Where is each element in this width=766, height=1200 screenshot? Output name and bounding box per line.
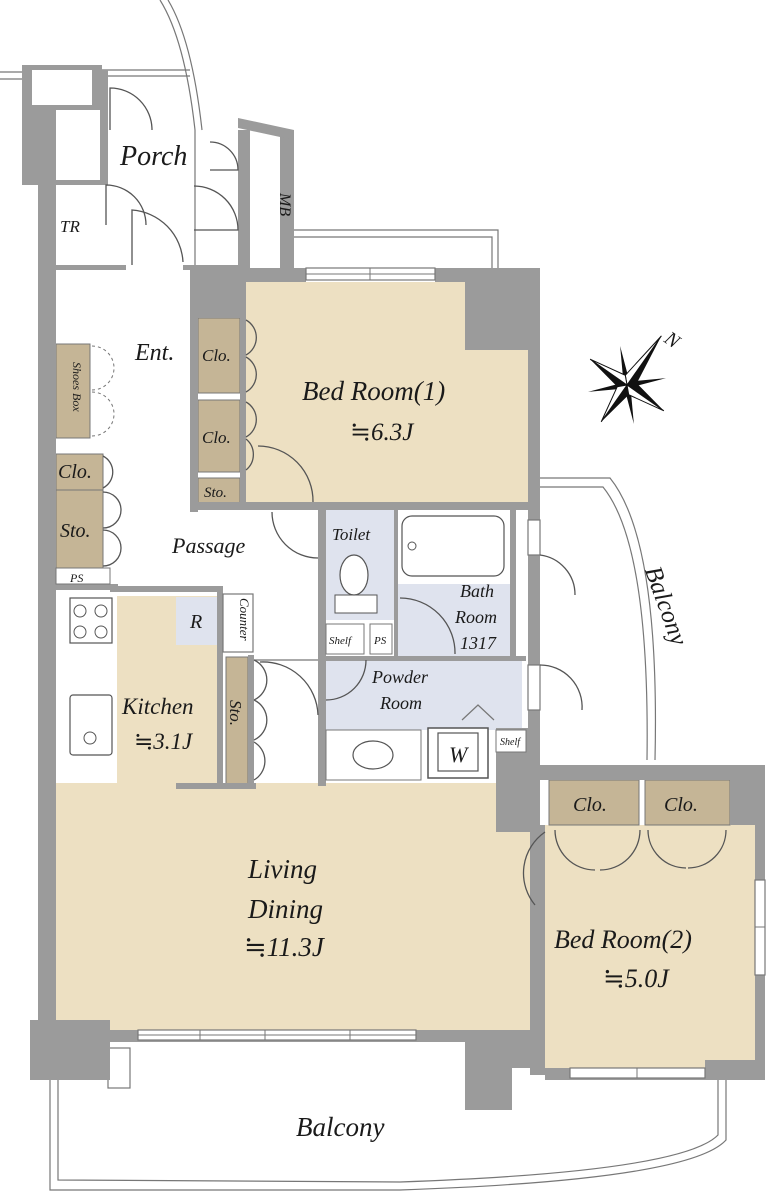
kitchen-storage-label: Sto. — [226, 700, 245, 726]
bedroom1-floor — [246, 282, 528, 502]
b1-closet-b-label: Clo. — [202, 428, 231, 447]
windows — [137, 267, 766, 1079]
living-label-1: Living — [247, 854, 317, 884]
passage-label: Passage — [171, 533, 246, 558]
counter-label: Counter — [237, 598, 252, 642]
b1-storage — [197, 477, 241, 505]
bath-label-1: Bath — [460, 581, 494, 601]
b1-closet-b — [197, 399, 241, 473]
b2-closet-a — [548, 779, 640, 826]
living-size: ≒11.3J — [244, 932, 326, 962]
kitchen-size: ≒3.1J — [134, 729, 194, 754]
powder-label-1: Powder — [371, 667, 429, 687]
bath-floor — [396, 582, 510, 658]
b2-closet-b-label: Clo. — [664, 794, 698, 816]
bedroom2-floor — [545, 825, 755, 1068]
washbasin — [352, 740, 394, 770]
toilet-label: Toilet — [332, 525, 371, 544]
bath-label-2: Room — [454, 607, 497, 627]
ent-storage-label: Sto. — [60, 520, 91, 542]
b2-closet-a-label: Clo. — [573, 794, 607, 816]
living-label-2: Dining — [247, 894, 323, 924]
toilet-bowl — [339, 554, 369, 596]
ps-left-label: PS — [69, 571, 83, 585]
bedroom1-label: Bed Room(1) — [302, 376, 445, 406]
bedroom2-size: ≒5.0J — [603, 964, 670, 993]
b1-storage-label: Sto. — [204, 485, 227, 501]
powder-label-2: Room — [379, 693, 422, 713]
shoes-box-label: Shoes Box — [70, 362, 84, 412]
bathtub — [401, 515, 505, 577]
tr-label: TR — [60, 217, 80, 236]
bedroom1-size: ≒6.3J — [350, 419, 415, 446]
doors — [91, 87, 727, 906]
compass-icon — [588, 335, 666, 424]
b1-closet-a-label: Clo. — [202, 346, 231, 365]
bedroom2-label: Bed Room(2) — [554, 925, 692, 954]
fridge-spot — [176, 597, 218, 645]
fridge-label: R — [189, 611, 202, 633]
kitchen-label: Kitchen — [121, 694, 194, 719]
mb-label: MB — [276, 192, 293, 216]
living-floor — [55, 783, 530, 1030]
shelf-toilet-label: Shelf — [329, 635, 353, 647]
room-fills — [55, 282, 755, 1068]
fixtures — [55, 515, 527, 781]
powder-floor — [326, 660, 522, 730]
labels: Porch MB TR Ent. Shoes Box Clo. Sto. PS … — [58, 141, 698, 1142]
bath-label-3: 1317 — [460, 633, 497, 653]
outdoor-outlines — [0, 0, 727, 1191]
washer-label: W — [449, 742, 469, 767]
porch-label: Porch — [119, 141, 187, 172]
b1-closet-a — [197, 317, 241, 394]
ps-toilet-label: PS — [373, 635, 387, 647]
ent-closet-label: Clo. — [58, 461, 92, 483]
shelf-powder-label: Shelf — [500, 737, 521, 748]
kitchen-sink — [69, 694, 113, 756]
balcony-right-label: Balcony — [639, 563, 693, 650]
balcony-bottom-label: Balcony — [296, 1112, 384, 1142]
compass-label: N — [659, 327, 685, 354]
ent-label: Ent. — [134, 340, 174, 366]
